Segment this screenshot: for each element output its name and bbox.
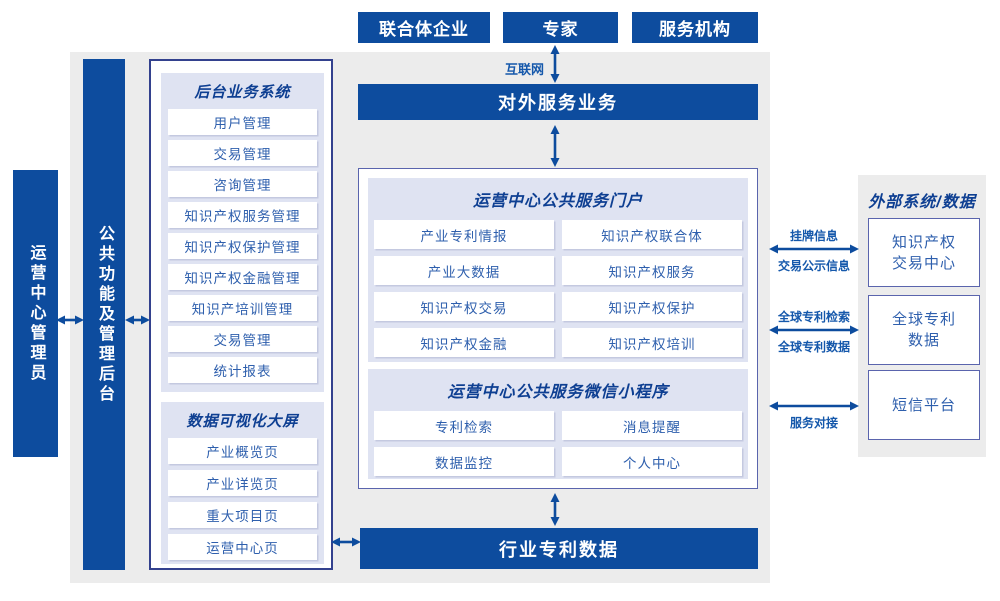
portal-item: 产业大数据 [374,256,554,285]
trade-publicity-label: 交易公示信息 [777,259,850,273]
double-arrow-patent-icon [769,325,859,335]
actor-consortium-enterprises: 联合体企业 [358,12,490,43]
double-arrow-backend-icon [125,315,150,325]
backend-items-list: 用户管理 交易管理 咨询管理 知识产权服务管理 知识产权保护管理 知识产权金融管… [168,109,317,383]
backend-item: 知识产培训管理 [168,295,317,321]
industry-patent-data-bar: 行业专利数据 [360,528,758,569]
global-patent-search-label: 全球专利检索 [777,310,850,324]
portal-item: 知识产权服务 [562,256,742,285]
double-arrow-listing-icon [769,244,859,254]
miniprogram-item: 专利检索 [374,411,554,440]
actor-service-agencies: 服务机构 [632,12,758,43]
backend-system-panel: 后台业务系统 用户管理 交易管理 咨询管理 知识产权服务管理 知识产权保护管理 … [161,73,324,392]
miniprogram-item: 个人中心 [562,447,742,476]
backend-item: 知识产权服务管理 [168,202,317,228]
dashboard-item: 产业概览页 [168,438,317,464]
external-system-sms-platform: 短信平台 [868,370,980,440]
portal-item: 知识产权交易 [374,292,554,321]
double-arrow-container-industry-icon [331,537,361,547]
public-function-backend-bar: 公共功能及管理后台 [83,59,125,570]
dashboard-title: 数据可视化大屏 [186,413,299,430]
portal-item: 知识产权金融 [374,328,554,357]
dashboard-item: 重大项目页 [168,502,317,528]
miniprogram-title: 运营中心公共服务微信小程序 [447,384,669,401]
backend-item: 知识产权金融管理 [168,264,317,290]
miniprogram-item: 数据监控 [374,447,554,476]
backend-item: 交易管理 [168,326,317,352]
double-arrow-service-icon [769,401,859,411]
portal-section: 运营中心公共服务门户 产业专利情报 知识产权联合体 产业大数据 知识产权服务 知… [368,178,748,362]
dashboard-item: 产业详览页 [168,470,317,496]
actor-experts: 专家 [503,12,618,43]
miniprogram-item: 消息提醒 [562,411,742,440]
external-system-ip-trading-center: 知识产权 交易中心 [868,218,980,287]
portal-item: 产业专利情报 [374,220,554,249]
external-service-bar: 对外服务业务 [358,84,758,120]
backend-item: 交易管理 [168,140,317,166]
external-systems-title: 外部系统/数据 [868,194,976,211]
miniprogram-items-grid: 专利检索 消息提醒 数据监控 个人中心 [374,411,742,476]
backend-item: 咨询管理 [168,171,317,197]
listing-info-label: 挂牌信息 [789,229,838,243]
global-patent-data-label: 全球专利数据 [777,340,850,354]
double-arrow-internet-icon [550,45,560,83]
service-docking-label: 服务对接 [789,416,838,430]
internet-label: 互联网 [504,62,544,77]
backend-item: 知识产权保护管理 [168,233,317,259]
double-arrow-industry-icon [550,493,560,526]
dashboard-items-list: 产业概览页 产业详览页 重大项目页 运营中心页 [168,438,317,560]
double-arrow-portal-icon [550,125,560,167]
portal-item: 知识产权培训 [562,328,742,357]
left-container: 后台业务系统 用户管理 交易管理 咨询管理 知识产权服务管理 知识产权保护管理 … [149,59,333,570]
portal-items-grid: 产业专利情报 知识产权联合体 产业大数据 知识产权服务 知识产权交易 知识产权保… [374,220,742,357]
miniprogram-section: 运营中心公共服务微信小程序 专利检索 消息提醒 数据监控 个人中心 [368,369,748,479]
backend-item: 用户管理 [168,109,317,135]
backend-system-title: 后台业务系统 [194,84,291,101]
external-system-global-patent-data: 全球专利 数据 [868,295,980,365]
portal-item: 知识产权联合体 [562,220,742,249]
dashboard-panel: 数据可视化大屏 产业概览页 产业详览页 重大项目页 运营中心页 [161,402,324,564]
double-arrow-admin-icon [56,315,84,325]
dashboard-item: 运营中心页 [168,534,317,560]
operation-center-admin-box: 运营中心管理员 [13,170,58,457]
portal-item: 知识产权保护 [562,292,742,321]
portal-title: 运营中心公共服务门户 [472,193,643,210]
backend-item: 统计报表 [168,357,317,383]
